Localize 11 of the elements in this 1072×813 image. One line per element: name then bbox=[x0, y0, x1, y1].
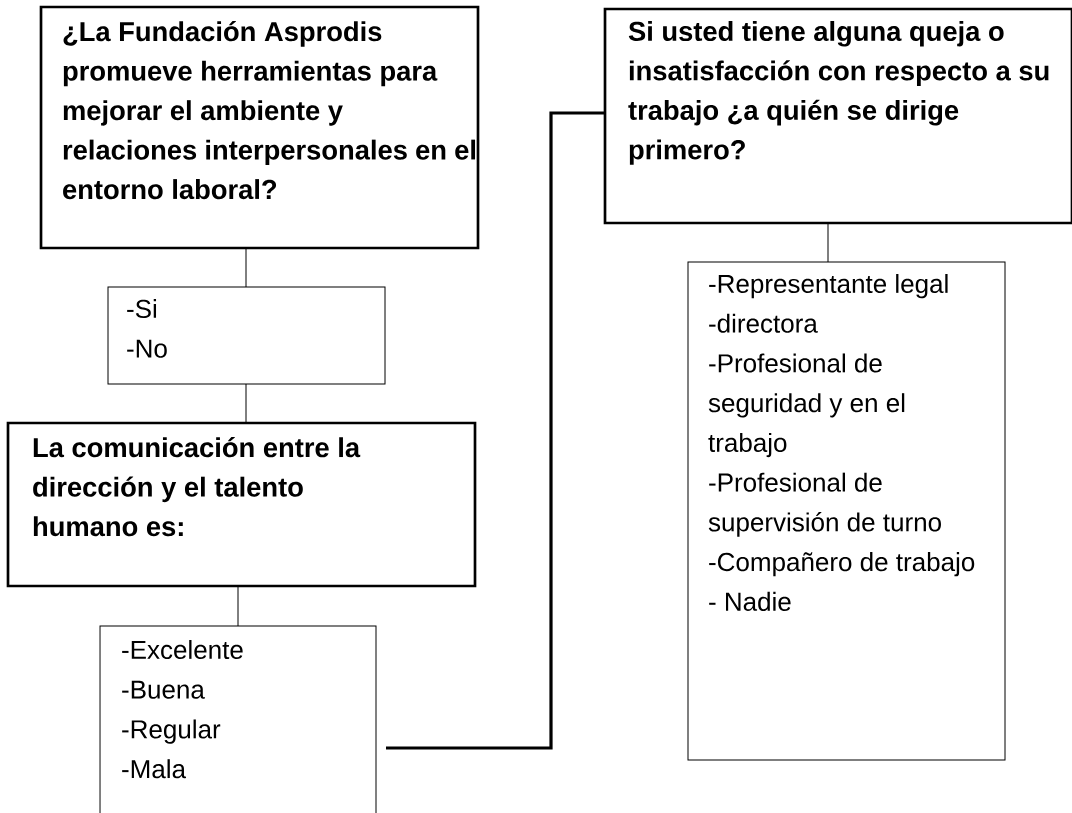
connector-line bbox=[245, 383, 247, 424]
connector-line bbox=[237, 585, 239, 627]
connector-line bbox=[386, 111, 605, 750]
answer-box: -Representante legal -directora -Profesional de seguridad y en el trabajo -Profesional de supervisión de turno -Compañero de trabajo - Nadie bbox=[687, 261, 1006, 761]
answer-box: -Si -No bbox=[107, 286, 386, 385]
connector-line bbox=[245, 247, 247, 288]
question-box: La comunicación entre la dirección y el talento humano es: bbox=[6, 421, 477, 588]
question-box: Si usted tiene alguna queja o insatisfacción con respecto a su trabajo ¿a quién se dirige primero? bbox=[603, 7, 1072, 225]
question-box: ¿La Fundación Asprodis promueve herramientas para mejorar el ambiente y relaciones interpersonales en el entorno laboral? bbox=[39, 5, 480, 250]
answer-box: -Excelente -Buena -Regular -Mala bbox=[99, 625, 377, 813]
connector-line bbox=[827, 222, 829, 263]
